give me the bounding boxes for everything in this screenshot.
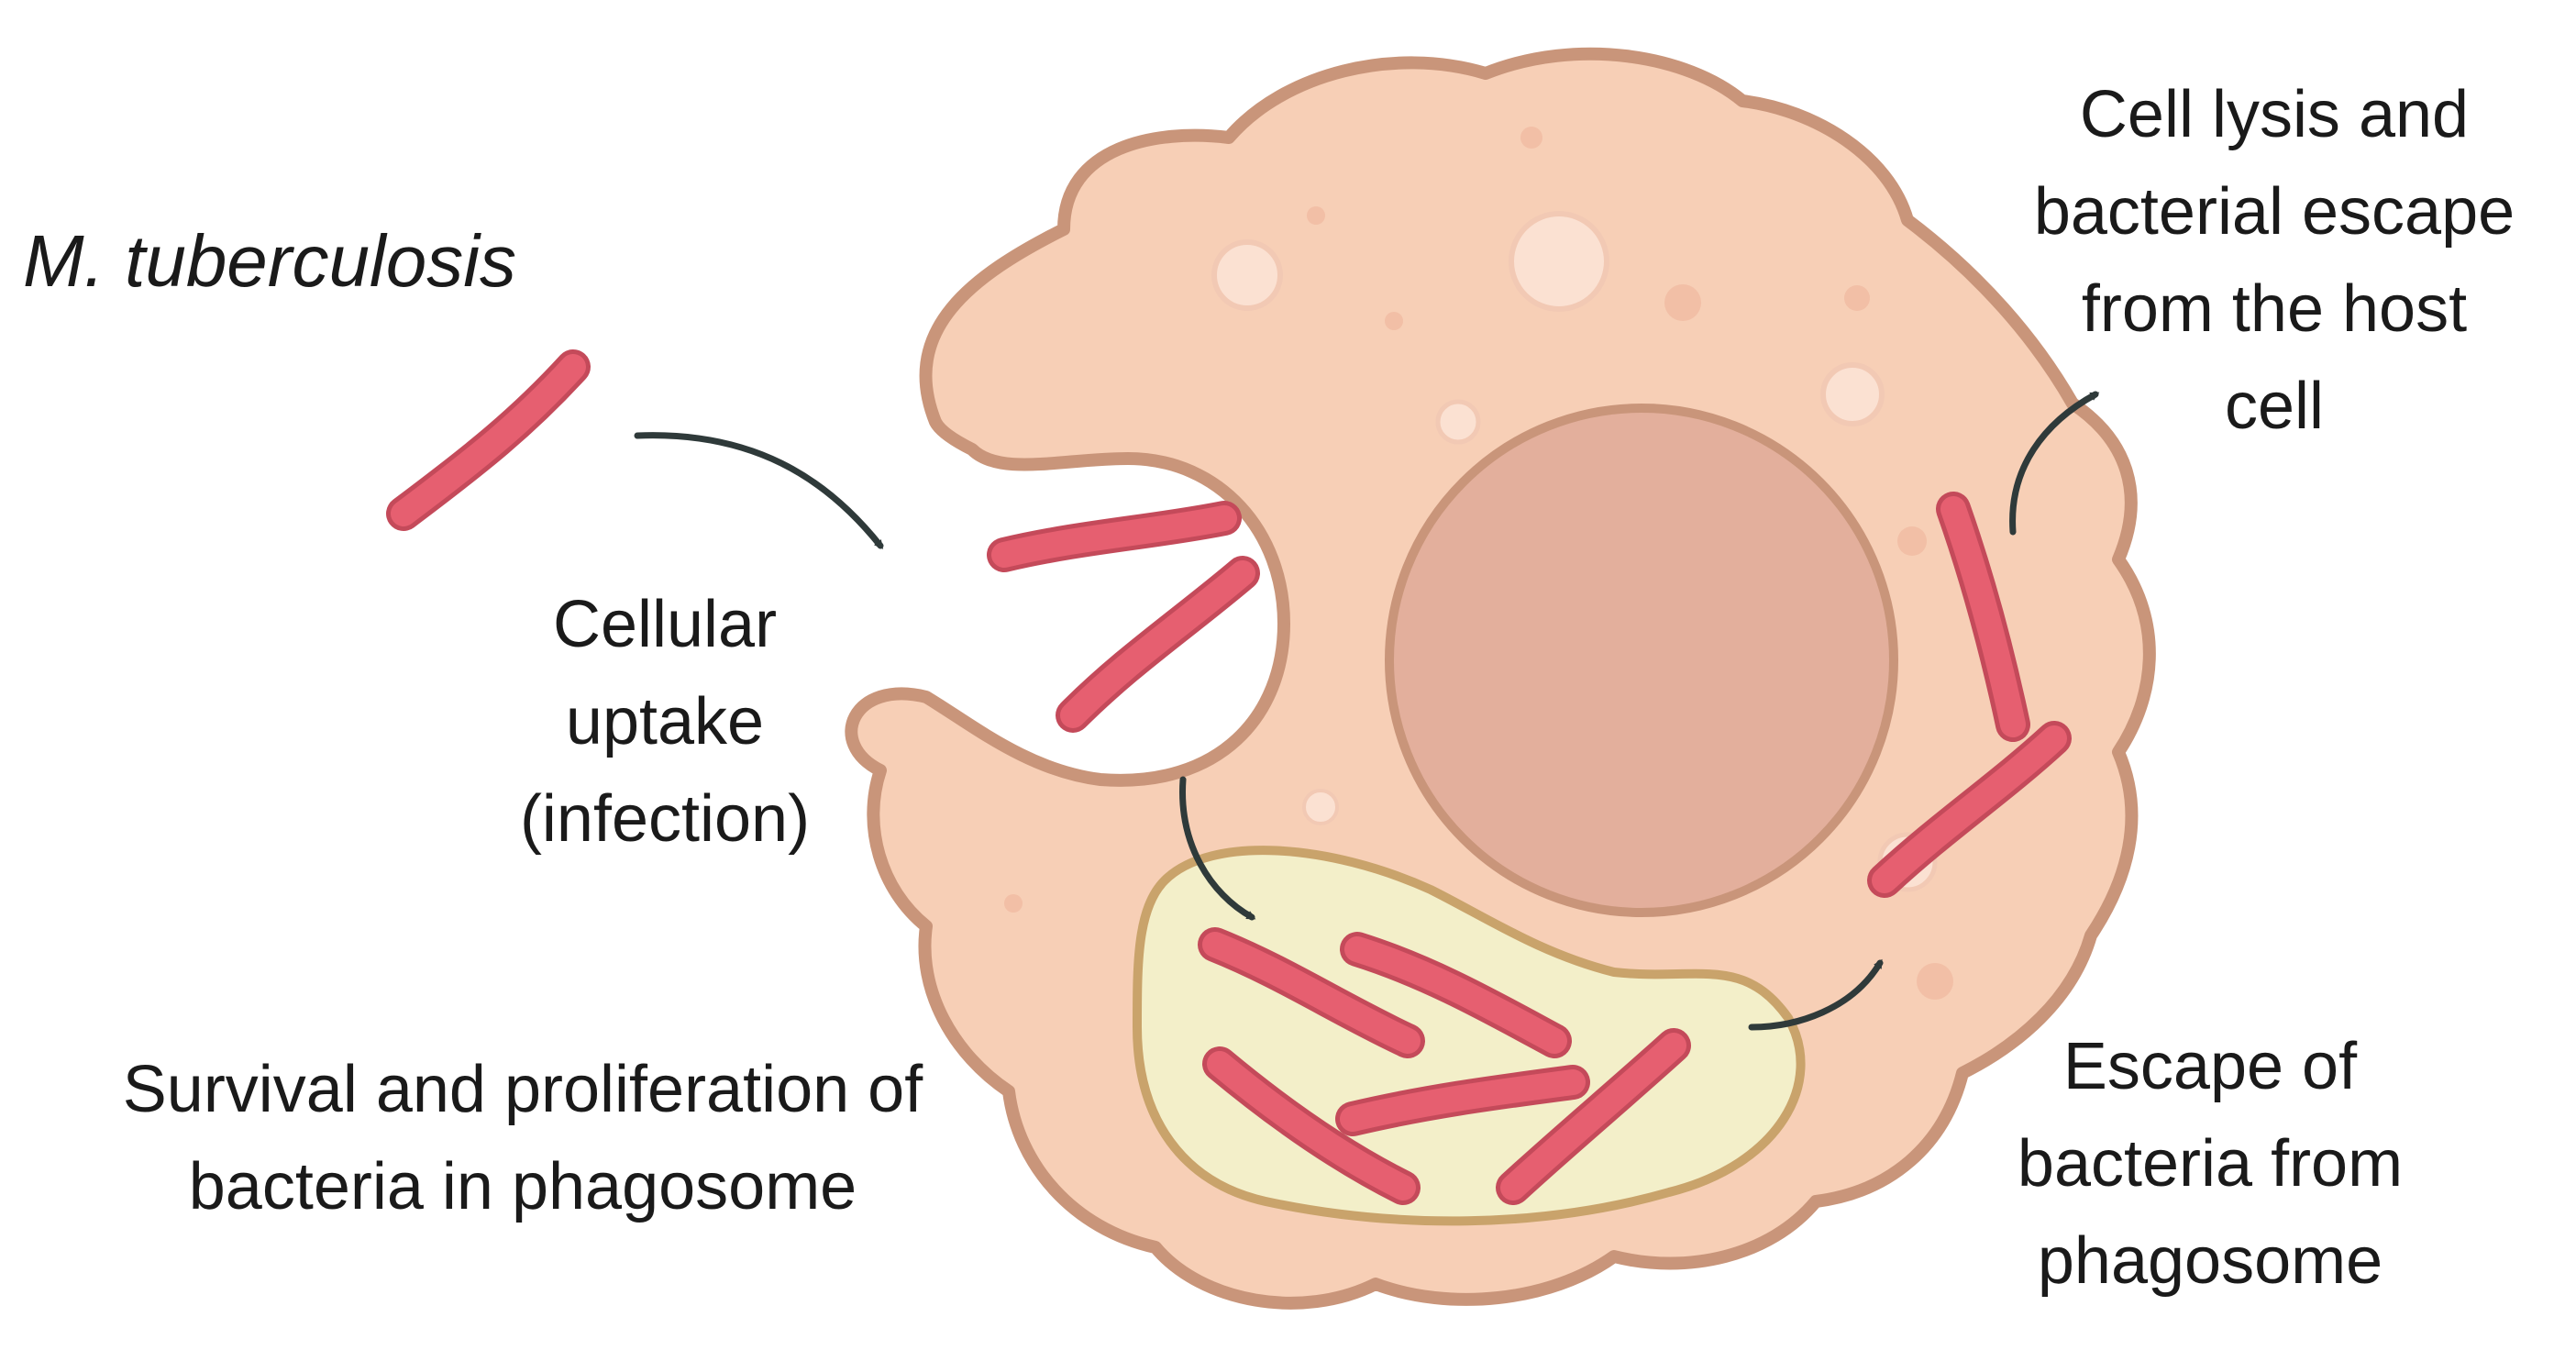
bacterium-phagosome-4 (1335, 1065, 1590, 1136)
escape-phagosome-label: Escape of bacteria from phagosome (1953, 1018, 2467, 1310)
arrow-phagosome-escape (1748, 958, 1884, 1031)
cytoplasm-vesicles (1004, 127, 1953, 1000)
bacteria-group (386, 349, 2072, 1205)
bacterium-phagosome-1 (1198, 927, 1425, 1058)
bacterium-phagosome-2 (1340, 932, 1572, 1058)
arrow-uptake (634, 432, 884, 549)
uptake-label-line-3: (infection) (519, 782, 811, 856)
nucleus (1385, 404, 1898, 917)
uptake-label-line-2: uptake (565, 685, 765, 758)
bacterium-escaped-1 (1867, 721, 2072, 898)
uptake-label: Cellular uptake (infection) (481, 576, 848, 868)
lysis-label-line-3: from the host (2081, 272, 2468, 346)
arrow-lysis (2009, 391, 2100, 536)
bacterium-phagosome-3 (1202, 1046, 1421, 1205)
lysis-label-line-4: cell (2224, 370, 2325, 443)
bacterium-free (386, 349, 591, 531)
escape-phagosome-label-line-2: bacteria from (2017, 1127, 2404, 1201)
survival-label-line-1: Survival and proliferation of (122, 1053, 923, 1126)
survival-label: Survival and proliferation of bacteria i… (28, 1041, 1018, 1235)
lysis-label: Cell lysis and bacterial escape from the… (1981, 66, 2568, 455)
lysis-label-line-2: bacterial escape (2033, 175, 2515, 249)
escape-phagosome-label-line-1: Escape of (2062, 1030, 2358, 1103)
bacterium-escaped-2 (1936, 492, 2030, 742)
uptake-label-line-1: Cellular (552, 588, 778, 661)
lysis-label-line-1: Cell lysis and (2079, 78, 2470, 151)
arrow-to-phagosome (1179, 776, 1256, 921)
bacterium-cup-1 (987, 501, 1242, 572)
bacterium-cup-2 (1056, 556, 1260, 733)
bacterium-phagosome-5 (1496, 1028, 1691, 1205)
organism-label: M. tuberculosis (23, 220, 516, 302)
process-arrows (634, 391, 2100, 1031)
survival-label-line-2: bacteria in phagosome (188, 1150, 857, 1223)
escape-phagosome-label-line-3: phagosome (2037, 1224, 2383, 1298)
